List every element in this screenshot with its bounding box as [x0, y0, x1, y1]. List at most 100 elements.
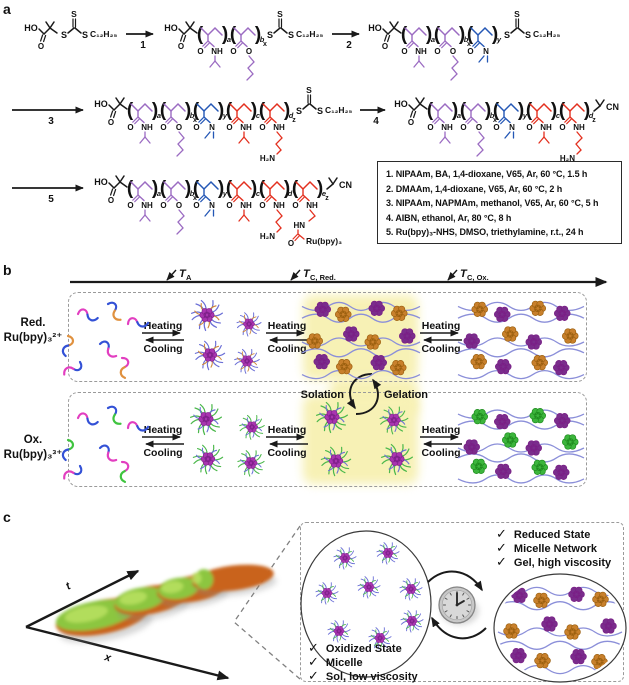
micelle-core — [333, 626, 345, 636]
checklist-label: Sol, low viscosity — [325, 671, 418, 683]
atom-label: S — [82, 30, 88, 40]
micelle-core — [502, 432, 519, 448]
atom-label: S — [267, 30, 273, 40]
atom-label: O — [288, 239, 294, 248]
check-icon: ✓ — [496, 540, 507, 555]
atom-label: N — [483, 47, 489, 56]
unit-label: a — [457, 111, 461, 120]
atom-label: ) — [185, 100, 191, 121]
oxidized-checklist: ✓Oxidized State ✓Micelle ✓Sol, low visco… — [308, 640, 418, 683]
micelle-core — [244, 457, 258, 469]
atom-label: ( — [559, 100, 566, 121]
micelle-core — [336, 359, 353, 375]
micelle-core — [510, 648, 527, 664]
micelle-core — [529, 300, 546, 316]
micelle-core — [374, 633, 386, 643]
heating-label: Heating — [268, 424, 307, 436]
atom-label: O — [226, 123, 232, 132]
micelle-illustration — [357, 576, 381, 599]
atom-label: O — [401, 47, 407, 56]
cooling-label: Cooling — [267, 447, 306, 459]
heating-label: Heating — [422, 320, 461, 332]
micelle-network-illustration — [457, 300, 585, 380]
micelle-core — [202, 348, 218, 362]
micelle-core — [246, 421, 258, 433]
micelle-core — [564, 624, 581, 640]
checklist-item: ✓Micelle Network — [496, 540, 611, 555]
atom-label: HN — [293, 221, 305, 230]
unit-label: a — [157, 111, 161, 120]
polymer-coil-illustration — [98, 340, 118, 358]
reaction-conditions-box: 1. NIPAAm, BA, 1,4-dioxane, V65, Ar, 60 … — [377, 161, 622, 244]
unit-label: d′ — [288, 189, 296, 198]
micelle-core — [200, 452, 216, 466]
atom-label: ) — [218, 178, 224, 199]
atom-label: O — [434, 47, 440, 56]
cooling-label: Cooling — [143, 447, 182, 459]
micelle-core — [471, 301, 488, 317]
atom-label: S — [317, 106, 323, 116]
tick-arrow — [166, 269, 177, 281]
atom-label: HO — [368, 23, 382, 33]
unit-label: c — [556, 111, 561, 120]
atom-label: HO — [394, 99, 408, 109]
atom-label: NH — [540, 123, 552, 132]
atom-label: C₁₂H₂₅ — [90, 29, 117, 39]
atom-label: ( — [230, 24, 237, 45]
atom-label: O — [127, 201, 133, 210]
cooling-label: Cooling — [267, 343, 306, 355]
atom-label: O — [127, 123, 133, 132]
atom-label: H₂N — [260, 154, 275, 163]
row-label-ru3: Ru(bpy)₃³⁺ — [4, 449, 63, 461]
micelle-core — [243, 318, 255, 330]
atom-label: ) — [584, 100, 590, 121]
atom-label: O — [160, 123, 166, 132]
polymer-coil-illustration — [76, 412, 99, 426]
t-axis — [25, 569, 140, 629]
micelle-core — [391, 305, 408, 321]
tick-arrow — [447, 269, 458, 281]
unit-label: a — [431, 35, 435, 44]
checklist-label: Reduced State — [513, 529, 591, 541]
micelle-network-illustration — [457, 408, 585, 484]
axis-label-main: T — [460, 268, 468, 280]
cooling-label: Cooling — [421, 447, 460, 459]
clock-icon — [438, 586, 479, 625]
cycle-arrow-top — [427, 570, 483, 592]
block-subscript: z — [292, 117, 296, 124]
atom-label: O — [259, 201, 265, 210]
micelle-illustration — [315, 582, 339, 605]
micelle-core — [343, 326, 360, 342]
micelle-core — [390, 360, 407, 376]
unit-label: y — [222, 189, 228, 198]
atom-label: C₁₂H₂₅ — [325, 105, 352, 115]
atom-label: NH — [273, 123, 285, 132]
atom-label: ( — [160, 100, 167, 121]
atom-label: ( — [259, 100, 266, 121]
unit-label: b — [190, 111, 195, 120]
micelle-illustration — [380, 443, 414, 476]
atom-label: HO — [164, 23, 178, 33]
check-icon: ✓ — [496, 526, 507, 541]
micelle-core — [534, 653, 551, 669]
atom-label: O — [226, 201, 232, 210]
check-icon: ✓ — [308, 654, 319, 669]
micelle-core — [495, 463, 512, 479]
axis-label-sub: C, Ox. — [467, 273, 489, 282]
micelle-core — [306, 333, 323, 349]
atom-label: O — [460, 123, 466, 132]
atom-label: ) — [218, 100, 224, 121]
atom-label: ) — [255, 24, 261, 45]
atom-label: O — [176, 201, 182, 210]
axis-tick-tc-red: T C, Red. — [290, 268, 336, 282]
checklist-label: Oxidized State — [325, 643, 402, 655]
atom-label: NH — [415, 47, 427, 56]
heating-cooling-1: Heating Cooling — [142, 320, 184, 355]
atom-label: ) — [485, 100, 491, 121]
checklist-item: ✓ Reduced State — [496, 526, 611, 541]
phase-diagram: T A T C, Red. T C, Ox. Red. Ru(bpy)₃²⁺ O… — [4, 268, 608, 484]
block-subscript: z — [325, 195, 329, 202]
